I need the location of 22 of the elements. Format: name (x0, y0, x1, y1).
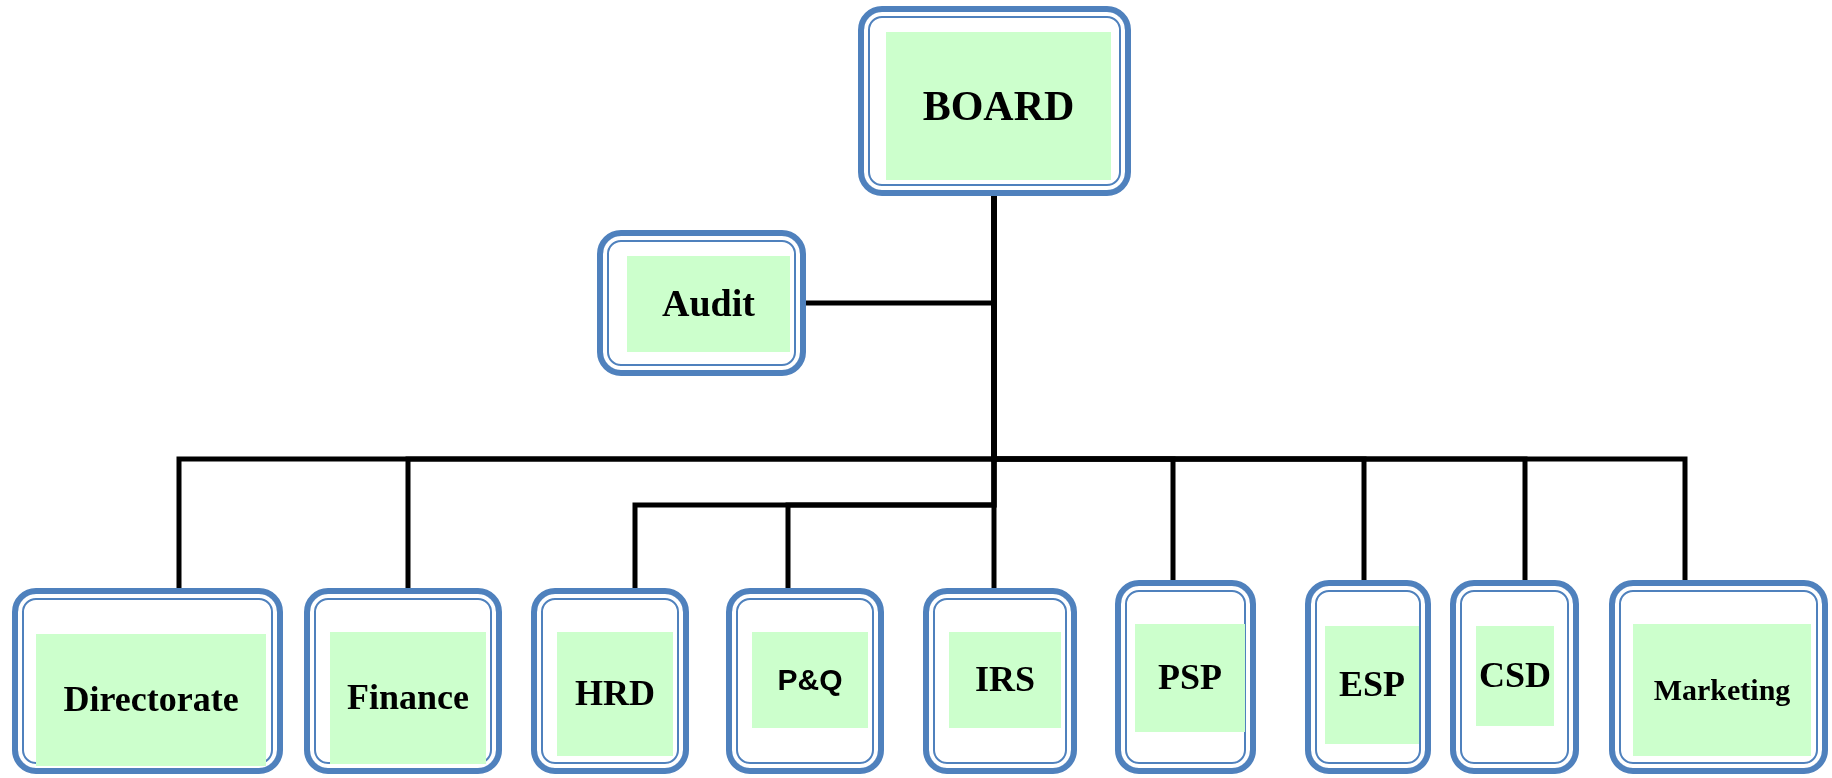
unit-label: P&Q (752, 632, 868, 728)
unit-label: ESP (1325, 626, 1419, 744)
org-unit-box (531, 588, 689, 774)
unit-label: HRD (557, 632, 673, 756)
unit-label: PSP (1135, 624, 1245, 732)
org-unit-box (1609, 580, 1828, 774)
unit-label: BOARD (886, 32, 1111, 180)
unit-label: Audit (627, 256, 790, 352)
org-unit-box (858, 6, 1131, 196)
unit-label: CSD (1476, 626, 1554, 726)
org-unit-box (923, 588, 1077, 774)
unit-label: IRS (949, 632, 1061, 728)
org-unit-box (597, 230, 806, 376)
unit-label: Directorate (36, 634, 266, 766)
org-unit-box (1450, 580, 1579, 774)
org-unit-box (304, 588, 502, 774)
org-unit-box (12, 588, 283, 774)
unit-label: Finance (330, 632, 486, 764)
org-unit-box (726, 588, 884, 774)
org-unit-box (1115, 580, 1256, 774)
unit-label: Marketing (1633, 624, 1811, 756)
org-unit-box (1305, 580, 1431, 774)
